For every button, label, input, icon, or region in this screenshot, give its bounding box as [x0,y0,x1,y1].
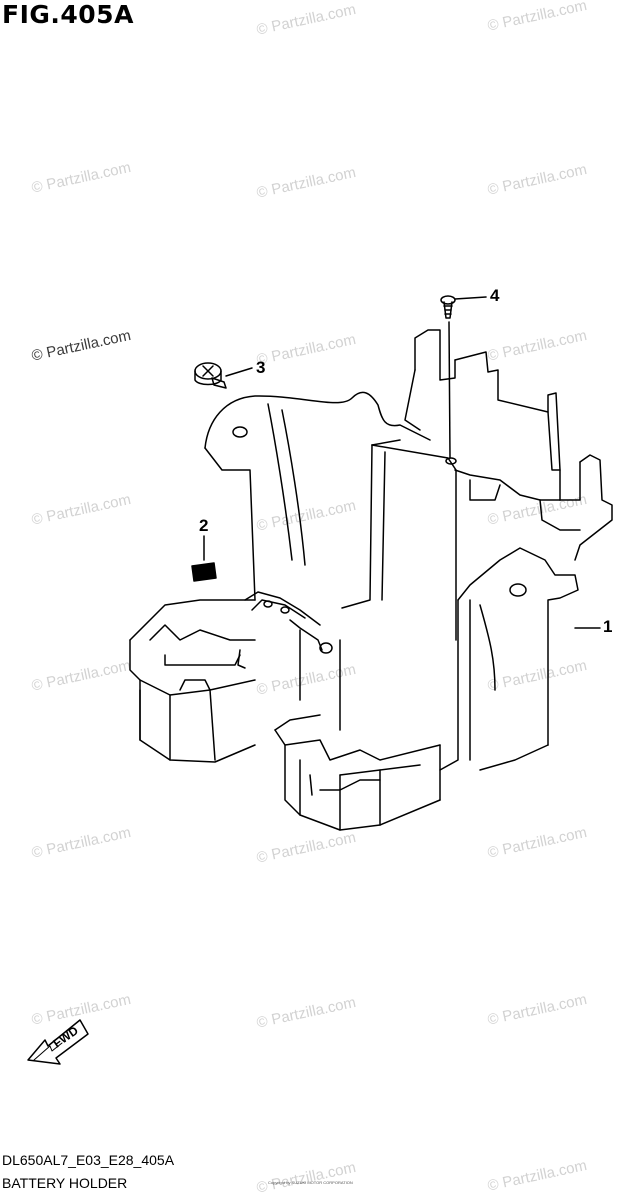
bolt-part [194,362,253,389]
model-code: DL650AL7_E03_E28_405A [2,1152,175,1168]
callout-4: 4 [490,286,500,305]
figure-caption: BATTERY HOLDER [2,1175,128,1191]
callout-2: 2 [199,516,209,535]
figure-title: FIG.405A [2,0,134,29]
copyright-note: Copyright by SUZUKI MOTOR CORPORATION [268,1180,353,1185]
callout-3: 3 [256,358,266,377]
callout-1: 1 [603,617,613,636]
screw-part [440,295,487,459]
fwd-arrow-icon [27,1019,89,1065]
pad-part [191,535,217,582]
battery-holder-part [129,329,613,831]
